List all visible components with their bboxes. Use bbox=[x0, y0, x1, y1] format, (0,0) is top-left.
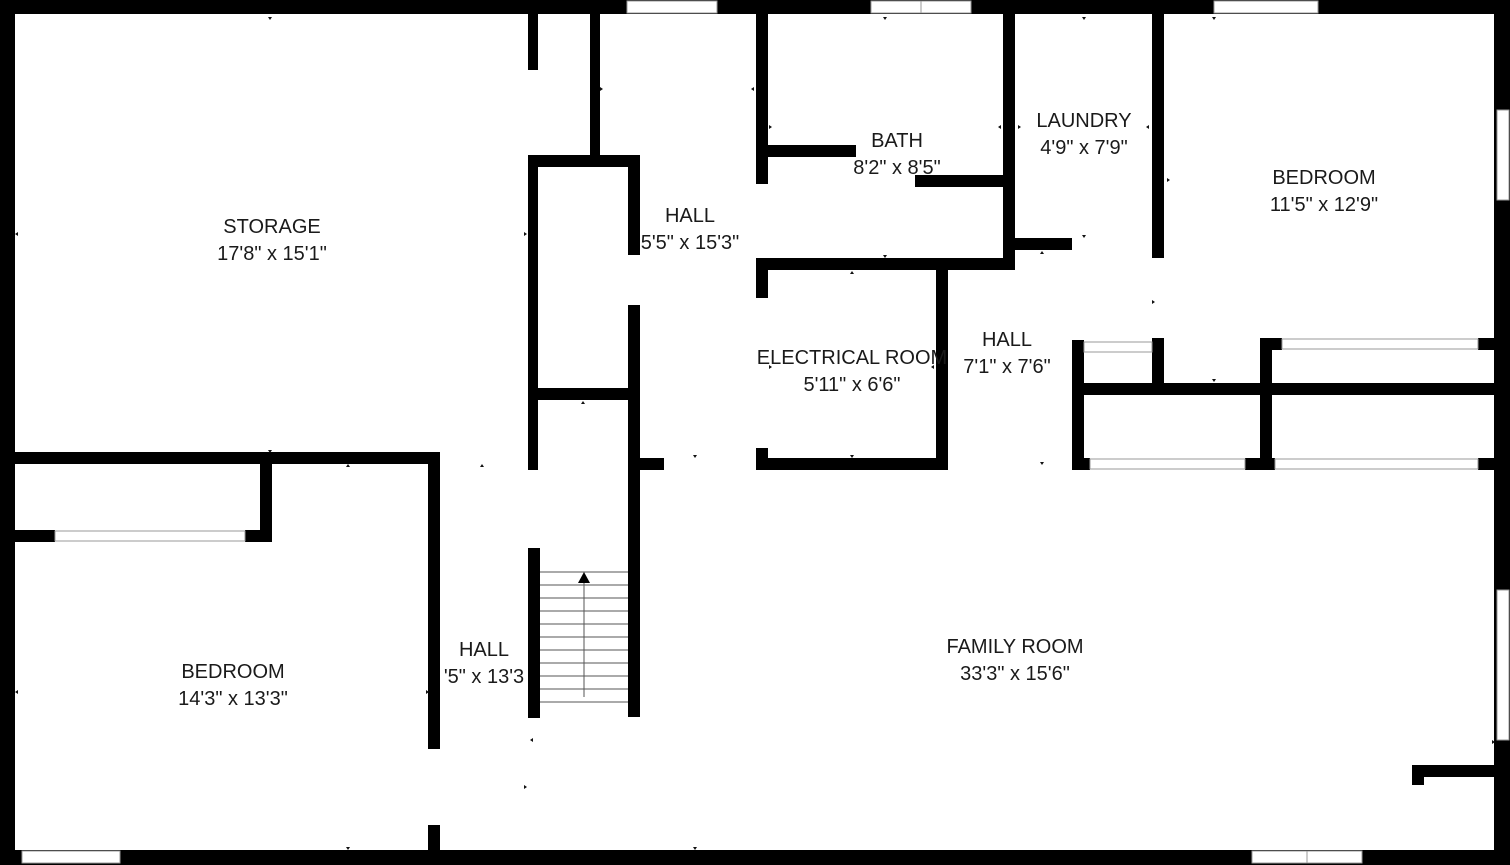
bath-room: BATH 8'2" x 8'5" bbox=[853, 130, 940, 179]
bedroom-right-dims: 11'5" x 12'9" bbox=[1270, 194, 1378, 216]
bath-dims: 8'2" x 8'5" bbox=[853, 157, 940, 179]
hall-top-dims: 5'5" x 15'3" bbox=[641, 232, 740, 254]
bedroom-left-room: BEDROOM 14'3" x 13'3" bbox=[178, 661, 288, 710]
bedroom-left-dims: 14'3" x 13'3" bbox=[178, 688, 288, 710]
interior-walls bbox=[15, 14, 1496, 850]
hall-left-dims: '5" x 13'3 bbox=[444, 666, 524, 688]
hall-mid-dims: 7'1" x 7'6" bbox=[963, 356, 1050, 378]
storage-dims: 17'8" x 15'1" bbox=[217, 243, 327, 265]
laundry-name: LAUNDRY bbox=[1036, 110, 1131, 132]
bedroom-right-name: BEDROOM bbox=[1272, 167, 1375, 189]
room-labels: STORAGE 17'8" x 15'1" HALL 5'5" x 15'3" … bbox=[178, 110, 1378, 710]
storage-name: STORAGE bbox=[223, 216, 320, 238]
staircase bbox=[540, 571, 628, 703]
bedroom-right-room: BEDROOM 11'5" x 12'9" bbox=[1270, 167, 1378, 216]
electrical-room: ELECTRICAL ROOM 5'11" x 6'6" bbox=[757, 347, 947, 396]
laundry-dims: 4'9" x 7'9" bbox=[1040, 137, 1127, 159]
hall-top-name: HALL bbox=[665, 205, 715, 227]
bath-name: BATH bbox=[871, 130, 923, 152]
laundry-room: LAUNDRY 4'9" x 7'9" bbox=[1036, 110, 1131, 159]
windows bbox=[21, 0, 1510, 864]
family-name: FAMILY ROOM bbox=[946, 636, 1083, 658]
hall-left-room: HALL '5" x 13'3 bbox=[444, 639, 524, 688]
family-dims: 33'3" x 15'6" bbox=[960, 663, 1070, 685]
stair-up-arrow-icon bbox=[578, 572, 590, 583]
dimension-markers bbox=[15, 17, 1495, 850]
electrical-dims: 5'11" x 6'6" bbox=[803, 374, 900, 396]
family-room: FAMILY ROOM 33'3" x 15'6" bbox=[946, 636, 1083, 685]
storage-room: STORAGE 17'8" x 15'1" bbox=[217, 216, 327, 265]
hall-left-name: HALL bbox=[459, 639, 509, 661]
hall-top-room: HALL 5'5" x 15'3" bbox=[641, 205, 740, 254]
hall-mid-room: HALL 7'1" x 7'6" bbox=[963, 329, 1050, 378]
bedroom-left-name: BEDROOM bbox=[181, 661, 284, 683]
electrical-name: ELECTRICAL ROOM bbox=[757, 347, 947, 369]
hall-mid-name: HALL bbox=[982, 329, 1032, 351]
